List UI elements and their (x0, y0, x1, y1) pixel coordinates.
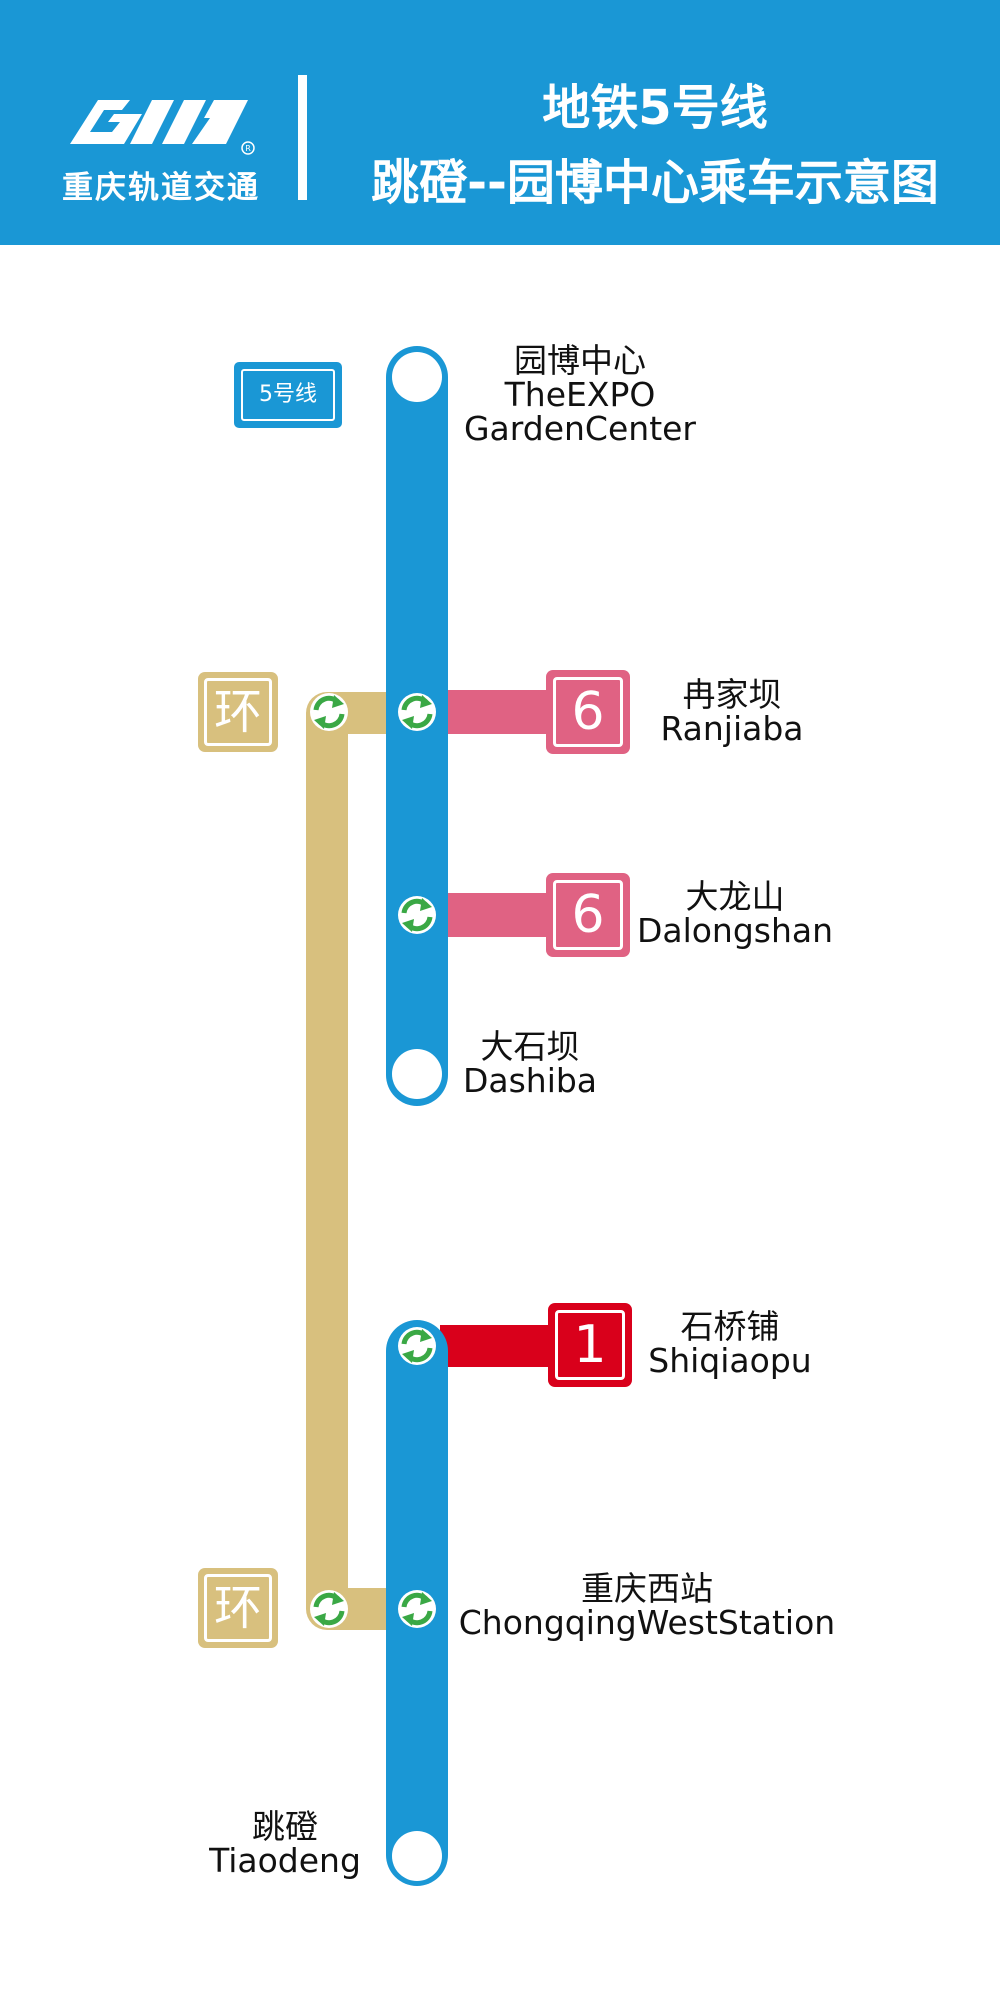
station-label-yuanbo: 园博中心 TheEXPO GardenCenter (450, 344, 710, 446)
ring-line-badge-upper-label: 环 (204, 678, 272, 746)
station-name-en: Tiaodeng (209, 1841, 361, 1880)
line6-connector-ranjiaba (440, 690, 558, 734)
ring-line-badge-lower-label: 环 (204, 1574, 272, 1642)
line1-connector-shiqiaopu (440, 1325, 560, 1367)
chongqing-rail-logo-icon: R (70, 100, 255, 155)
line1-badge-shiqiaopu: 1 (548, 1303, 632, 1387)
station-label-tiaodeng: 跳磴 Tiaodeng (195, 1810, 375, 1878)
line6-badge-dalongshan-label: 6 (553, 880, 623, 950)
station-dot-tiaodeng (392, 1831, 442, 1881)
line6-badge-dalongshan: 6 (546, 873, 630, 957)
station-name-cn: 大石坝 (480, 1027, 580, 1066)
station-name-cn: 重庆西站 (581, 1569, 713, 1608)
station-name-en: Dalongshan (636, 911, 834, 950)
header-divider (298, 75, 307, 200)
station-name-en: TheEXPO (504, 375, 656, 414)
station-name-cn: 园博中心 (514, 341, 646, 380)
station-name-en: Ranjiaba (660, 709, 804, 748)
station-name-en: GardenCenter (463, 409, 696, 448)
header-banner: R 重庆轨道交通 地铁5号线 跳磴--园博中心乘车示意图 (0, 0, 1000, 245)
station-label-ranjiaba: 冉家坝 Ranjiaba (632, 678, 832, 746)
station-label-dalongshan: 大龙山 Dalongshan (630, 880, 840, 948)
station-name-cn: 跳磴 (252, 1807, 318, 1846)
ring-line-vertical (306, 692, 348, 1630)
transfer-icon-ring-lower (310, 1590, 348, 1628)
line5-badge: 5号线 (234, 362, 342, 428)
svg-text:R: R (245, 144, 251, 153)
page-title-line1: 地铁5号线 (542, 80, 768, 136)
ring-line-badge-upper: 环 (198, 672, 278, 752)
page-title-line2: 跳磴--园博中心乘车示意图 (371, 155, 939, 211)
ring-line-badge-lower: 环 (198, 1568, 278, 1648)
line1-badge-shiqiaopu-label: 1 (555, 1310, 625, 1380)
station-name-cn: 冉家坝 (682, 675, 782, 714)
line6-badge-ranjiaba-label: 6 (553, 677, 623, 747)
transfer-icon-ring-upper (310, 693, 348, 731)
station-name-en: ChongqingWestStation (458, 1603, 836, 1642)
line5-badge-label: 5号线 (241, 369, 335, 421)
station-name-cn: 石桥铺 (680, 1307, 780, 1346)
station-label-chongqingxi: 重庆西站 ChongqingWestStation (447, 1572, 847, 1640)
line6-badge-ranjiaba: 6 (546, 670, 630, 754)
station-name-cn: 大龙山 (685, 877, 785, 916)
transfer-icon-ranjiaba (398, 693, 436, 731)
transfer-icon-shiqiaopu (398, 1327, 436, 1365)
station-label-dashiba: 大石坝 Dashiba (450, 1030, 610, 1098)
station-label-shiqiaopu: 石桥铺 Shiqiaopu (635, 1310, 825, 1378)
station-dot-dashiba (392, 1049, 442, 1099)
line6-connector-dalongshan (440, 893, 558, 937)
station-dot-yuanbo (392, 352, 442, 402)
transfer-icon-dalongshan (398, 896, 436, 934)
transfer-icon-chongqingxi (398, 1590, 436, 1628)
station-name-en: Dashiba (462, 1061, 598, 1100)
station-name-en: Shiqiaopu (648, 1341, 812, 1380)
logo-text: 重庆轨道交通 (62, 170, 260, 206)
